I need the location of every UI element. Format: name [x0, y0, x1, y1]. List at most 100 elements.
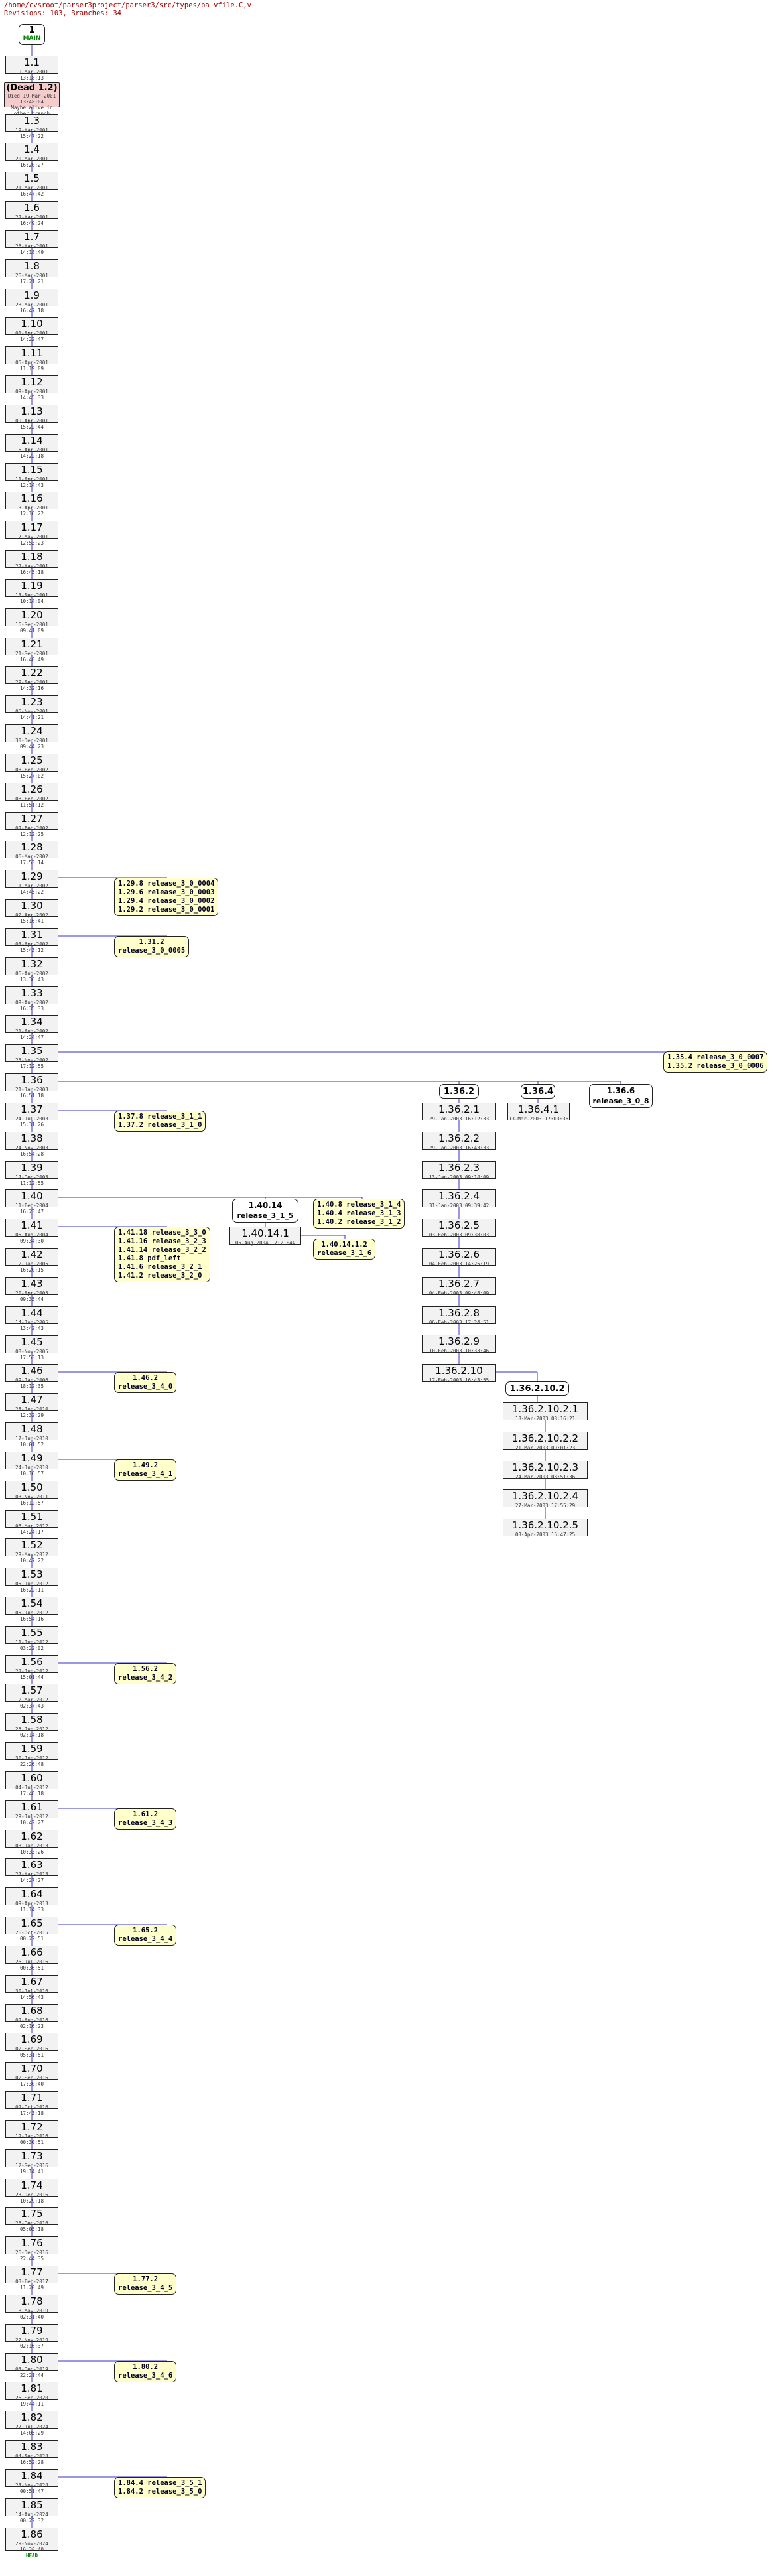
revision-note: Maybe alive in other branch	[11, 105, 53, 117]
revision-date: 30-Jul-2016 14:56:43	[15, 1988, 48, 2000]
revision-date: 28-Mar-2001 16:47:18	[15, 302, 48, 314]
tag-line: 1.29.6 release_3_0_0003	[118, 888, 215, 896]
revision-number: 1.86	[21, 2528, 43, 2540]
revision-number: 1.74	[21, 2179, 43, 2191]
revision-number: 1.6	[24, 202, 40, 214]
revision-date: 24-Jul-2003 15:31:26	[15, 1116, 48, 1128]
branch-1-36-2-10-2: 1.36.2.10.2	[505, 1381, 569, 1396]
revision-number: 1.52	[21, 1539, 43, 1551]
tag-line: 1.31.2	[139, 938, 164, 946]
revision-date: Died 19-Mar-2001 13:48:04	[7, 93, 56, 105]
revision-number: 1.54	[21, 1597, 43, 1609]
revision-date: 02-Oct-2016 17:43:18	[15, 2104, 48, 2116]
revision-number: 1.36.2.10.2.1	[511, 1403, 579, 1415]
revision-number: 1.75	[21, 2208, 43, 2220]
tag-line: 1.40.14.1.2	[321, 1241, 367, 1249]
revision-date: 17-Jun-2010 10:01:52	[15, 1436, 48, 1448]
revision-number: 1.11	[21, 347, 43, 359]
revision-number: 1.15	[21, 464, 43, 476]
revision-date: 13-Jan-2003 09:14:09	[428, 1174, 490, 1180]
revision-date: 02-Apr-2002 15:16:41	[15, 912, 48, 924]
revision-number: 1.19	[21, 580, 43, 592]
revision-number: 1.32	[21, 958, 43, 970]
revision-number: 1.3	[24, 115, 40, 127]
revision-date: 20-Mar-2001 16:20:27	[15, 156, 48, 168]
revision-date: 08-Nov-2005 17:53:13	[15, 1349, 48, 1361]
revision-date: 22-Nov-2019 02:16:37	[15, 2337, 48, 2349]
revision-date: 27-Mar-2003 17:55:29	[515, 1503, 576, 1509]
revision-number: 1.26	[21, 783, 43, 795]
revision-number: 1.36.2.10.2.5	[511, 1519, 579, 1531]
branch-label: 1.36.2.10.2	[509, 1384, 565, 1394]
revision-number: 1.36.2.10.2.2	[511, 1432, 579, 1444]
revision-date: 10-Feb-2003 10:33:46	[428, 1348, 490, 1354]
tag-line: 1.37.2 release_3_1_0	[118, 1121, 202, 1129]
revision-date: 06-Aug-2002 13:36:43	[15, 971, 48, 983]
revision-number: 1.18	[21, 551, 43, 563]
revision-number: 1.43	[21, 1278, 43, 1290]
tag-line: release_3_4_2	[118, 1674, 173, 1682]
revision-date: 05-Apr-2001 11:19:09	[15, 360, 48, 372]
revision-number: 1.36.2.8	[438, 1307, 480, 1319]
revision-number: 1.53	[21, 1568, 43, 1580]
revision-number: 1.63	[21, 1859, 43, 1871]
revision-number: 1.36.2.5	[438, 1219, 480, 1231]
revision-number: 1.49	[21, 1452, 43, 1464]
revision-number: 1.84	[21, 2470, 43, 2482]
revision-date: 25-Jun-2012 02:14:18	[15, 1726, 48, 1738]
revision-number: 1.80	[21, 2354, 43, 2366]
revision-date: 09-Apr-2001 15:22:44	[15, 418, 48, 430]
branch-label: 1.40.14	[248, 1201, 283, 1210]
revision-date: 02-Aug-2016 02:16:23	[15, 2017, 48, 2029]
tag-line: release_3_4_1	[118, 1470, 173, 1478]
revision-number: 1.36.4.1	[517, 1103, 560, 1115]
tag-line: 1.80.2	[133, 2363, 159, 2371]
revision-number: 1.13	[21, 405, 43, 417]
tag-line: 1.46.2	[133, 1374, 159, 1382]
revision-stats: Revisions: 103, Branches: 34	[4, 9, 122, 17]
revision-number: 1.36.2.6	[438, 1249, 480, 1260]
revision-number: 1.23	[21, 696, 43, 708]
revision-number: 1.28	[21, 841, 43, 853]
revision-number: 1.40	[21, 1190, 43, 1202]
revision-date: 24-Jun-2010 10:16:57	[15, 1465, 48, 1477]
revision-number: 1.73	[21, 2150, 43, 2162]
revision-date: 18-May-2019 02:31:40	[15, 2308, 48, 2320]
revision-number: 1.36.2.10	[435, 1365, 483, 1377]
revision-number: 1.67	[21, 1976, 43, 1988]
revision-number: 1.5	[24, 172, 40, 184]
revision-date: 27-Mar-2013 14:27:27	[15, 1871, 48, 1883]
revision-date: 03-Dec-2019 22:21:44	[15, 2366, 48, 2378]
